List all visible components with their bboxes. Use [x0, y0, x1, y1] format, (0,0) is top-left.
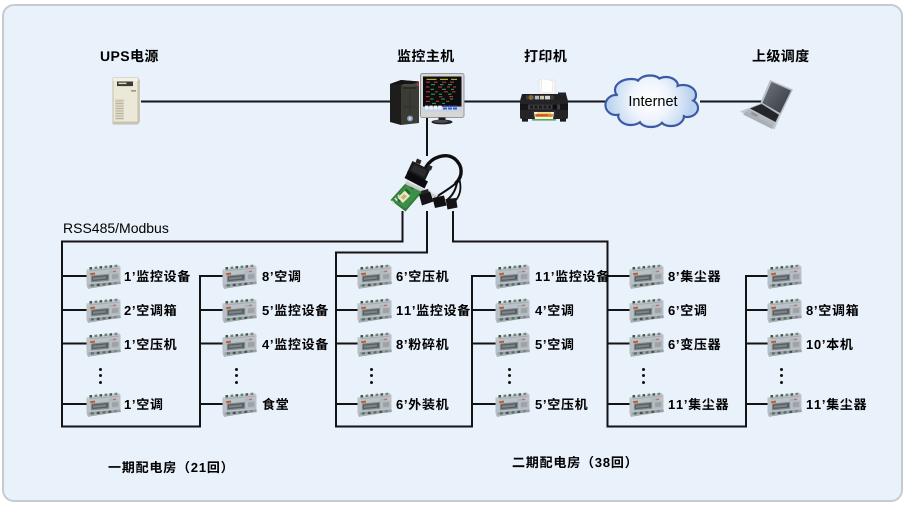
svg-text:Internet: Internet	[628, 94, 677, 110]
